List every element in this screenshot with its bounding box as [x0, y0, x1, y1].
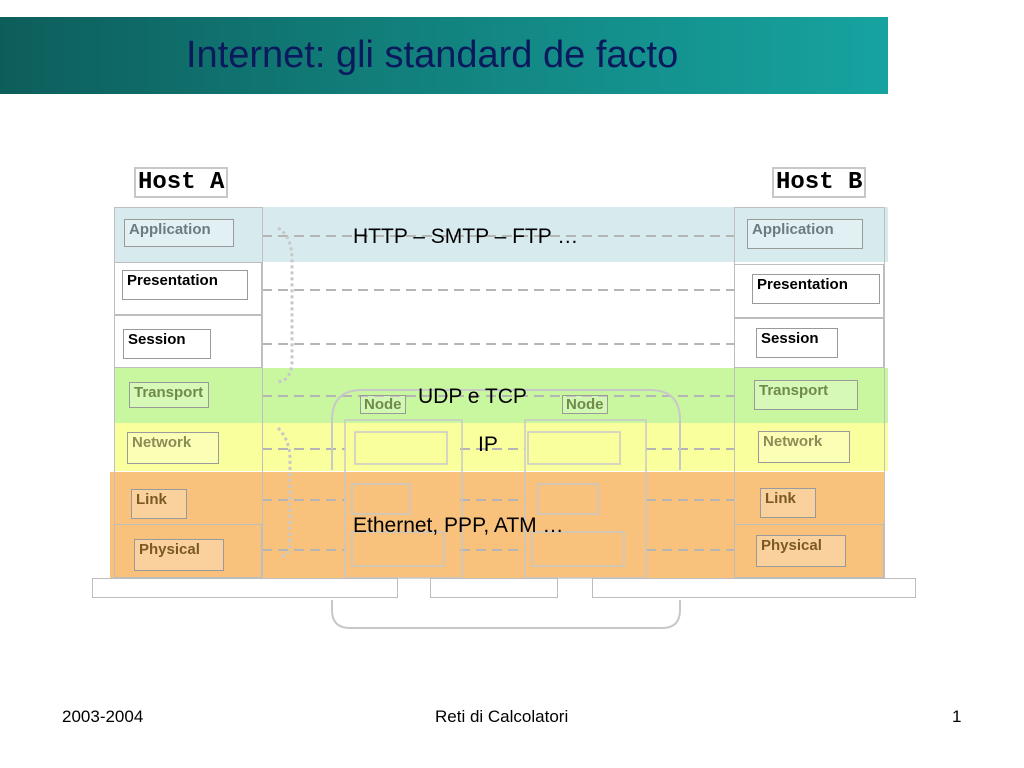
- host-a-presentation-cell: [114, 262, 262, 315]
- left-node-link-box: [351, 483, 411, 515]
- right-node-stack: [524, 419, 647, 579]
- host-b-label: Host B: [772, 167, 867, 198]
- right-node-network-box: [527, 431, 621, 465]
- host-a-session-label: Session: [123, 329, 211, 359]
- right-node-link-box: [537, 483, 599, 515]
- host-b-physical-label: Physical: [756, 535, 846, 567]
- network-protocol-text: IP: [478, 433, 498, 456]
- host-a-physical-label: Physical: [134, 539, 224, 571]
- link-band: [110, 472, 884, 578]
- host-a-network-label: Network: [127, 432, 219, 464]
- right-node-label: Node: [562, 395, 608, 414]
- host-b-application-label: Application: [747, 219, 863, 249]
- right-node-physical-box: [531, 531, 625, 567]
- host-b-session-cell: [734, 318, 884, 368]
- left-node-network-box: [354, 431, 448, 465]
- network-base-middle: [430, 578, 558, 598]
- application-band: [114, 207, 888, 262]
- host-a-session-cell: [114, 315, 262, 368]
- transport-band: [114, 368, 888, 423]
- slide-title: Internet: gli standard de facto: [186, 34, 679, 76]
- flow-path-upper: [277, 226, 294, 384]
- host-a-link-label: Link: [131, 489, 187, 519]
- network-base-left: [92, 578, 398, 598]
- host-a-presentation-label: Presentation: [122, 270, 248, 300]
- host-a-label: Host A: [134, 167, 229, 198]
- host-a-transport-label: Transport: [129, 382, 209, 408]
- application-protocols-text: HTTP – SMTP – FTP …: [353, 225, 579, 248]
- node-frame-lower: [331, 600, 681, 629]
- host-b-physical-cell: [734, 524, 884, 578]
- host-b-transport-label: Transport: [754, 380, 858, 410]
- transport-protocols-text: UDP e TCP: [418, 385, 527, 408]
- node-frame-upper: [331, 389, 681, 470]
- link-protocols-text: Ethernet, PPP, ATM …: [353, 514, 564, 537]
- footer-page-number: 1: [952, 707, 962, 726]
- left-node-stack: [344, 419, 463, 579]
- host-b-network-label: Network: [758, 431, 850, 463]
- left-node-physical-box: [351, 531, 445, 567]
- footer-course: Reti di Calcolatori: [435, 707, 569, 726]
- footer-year: 2003-2004: [62, 707, 144, 726]
- host-b-link-label: Link: [760, 488, 816, 518]
- host-a-physical-cell: [114, 524, 262, 578]
- network-base-right: [592, 578, 916, 598]
- host-b-presentation-label: Presentation: [752, 274, 880, 304]
- host-a-application-label: Application: [124, 219, 234, 247]
- flow-path-lower: [276, 426, 292, 558]
- title-bar: [0, 17, 888, 94]
- left-node-label: Node: [360, 395, 406, 414]
- host-b-session-label: Session: [756, 328, 838, 358]
- host-b-presentation-cell: [734, 264, 884, 318]
